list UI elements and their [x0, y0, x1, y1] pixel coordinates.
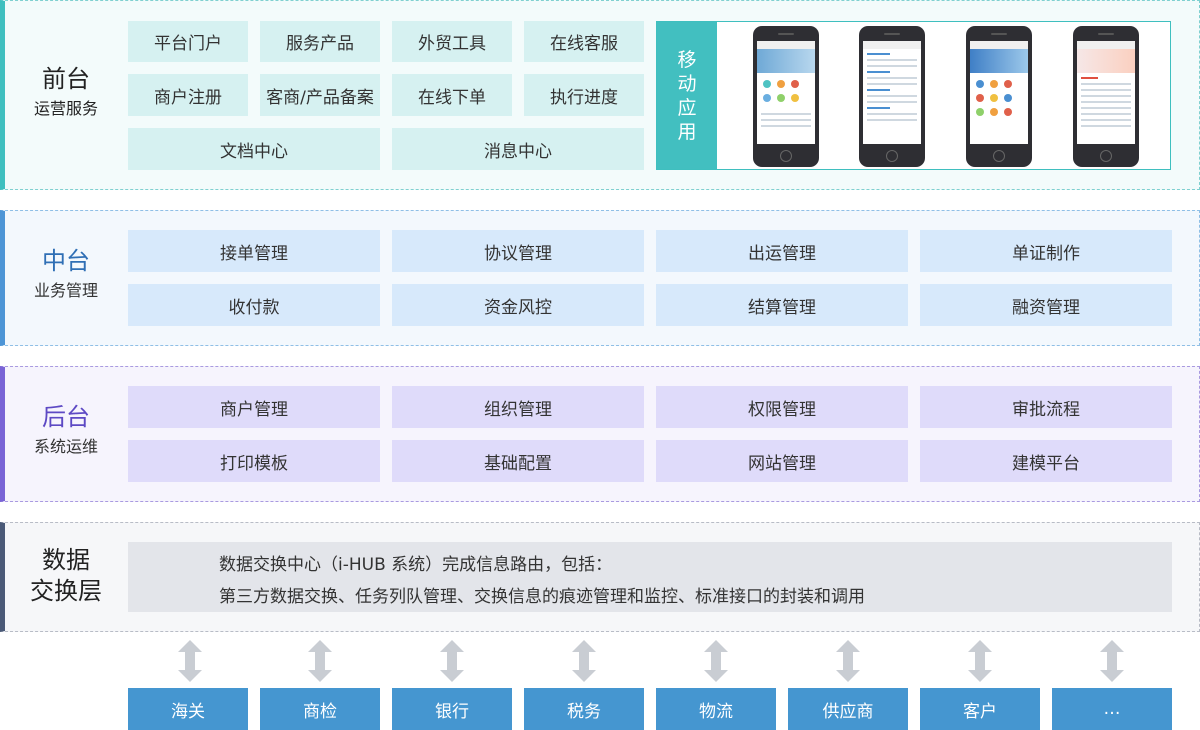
- phone-mockup: [1073, 26, 1139, 167]
- middle-title: 中台: [42, 247, 90, 275]
- front-item-doc-center: 文档中心: [128, 128, 380, 170]
- front-item-portal: 平台门户: [128, 21, 248, 62]
- middle-item-documents: 单证制作: [920, 230, 1172, 272]
- external-logistics: 物流: [656, 688, 776, 730]
- bidirectional-arrow-icon: [836, 640, 860, 682]
- bidirectional-arrow-icon: [572, 640, 596, 682]
- bidirectional-arrow-icon: [968, 640, 992, 682]
- phone-screen: [1077, 41, 1135, 144]
- data-title-line1: 数据: [42, 546, 90, 574]
- back-title: 后台: [42, 403, 90, 431]
- middle-item-agreement: 协议管理: [392, 230, 644, 272]
- middle-item-settlement: 结算管理: [656, 284, 908, 326]
- front-title: 前台: [42, 65, 90, 93]
- bidirectional-arrow-icon: [1100, 640, 1124, 682]
- middle-subtitle: 业务管理: [33, 281, 98, 300]
- middle-item-payments: 收付款: [128, 284, 380, 326]
- front-item-online-order: 在线下单: [392, 74, 512, 116]
- front-item-progress: 执行进度: [524, 74, 644, 116]
- middle-layer: 中台 业务管理 接单管理 协议管理 出运管理 单证制作 收付款 资金风控 结算管…: [0, 210, 1200, 346]
- back-layer: 后台 系统运维 商户管理 组织管理 权限管理 审批流程 打印模板 基础配置 网站…: [0, 366, 1200, 502]
- back-subtitle: 系统运维: [33, 437, 98, 456]
- back-layer-title: 后台 系统运维: [5, 401, 127, 459]
- data-exchange-description: 数据交换中心（i-HUB 系统）完成信息路由，包括： 第三方数据交换、任务列队管…: [128, 542, 1172, 612]
- bidirectional-arrow-icon: [308, 640, 332, 682]
- data-title-line2: 交换层: [30, 577, 102, 605]
- front-layer: 前台 运营服务 平台门户 服务产品 外贸工具 在线客服 商户注册 客商/产品备案…: [0, 0, 1200, 190]
- middle-layer-title: 中台 业务管理: [5, 245, 127, 303]
- data-exchange-layer: 数据 交换层 数据交换中心（i-HUB 系统）完成信息路由，包括： 第三方数据交…: [0, 522, 1200, 632]
- middle-item-risk: 资金风控: [392, 284, 644, 326]
- front-item-product-filing: 客商/产品备案: [260, 74, 380, 116]
- back-item-modeling: 建模平台: [920, 440, 1172, 482]
- middle-item-order: 接单管理: [128, 230, 380, 272]
- phone-screen: [757, 41, 815, 144]
- mobile-app-panel: 移动应用: [656, 21, 1171, 170]
- phone-mockup: [753, 26, 819, 167]
- phone-mockup: [966, 26, 1032, 167]
- external-customs: 海关: [128, 688, 248, 730]
- mobile-app-label: 移动应用: [657, 22, 717, 169]
- external-bank: 银行: [392, 688, 512, 730]
- front-item-trade-tools: 外贸工具: [392, 21, 512, 62]
- back-item-approval: 审批流程: [920, 386, 1172, 428]
- front-item-message-center: 消息中心: [392, 128, 644, 170]
- front-item-service-products: 服务产品: [260, 21, 380, 62]
- back-item-organization: 组织管理: [392, 386, 644, 428]
- data-description-line1: 数据交换中心（i-HUB 系统）完成信息路由，包括：: [219, 555, 613, 575]
- front-item-online-service: 在线客服: [524, 21, 644, 62]
- bidirectional-arrow-icon: [178, 640, 202, 682]
- data-description-line2: 第三方数据交换、任务列队管理、交换信息的痕迹管理和监控、标准接口的封装和调用: [219, 587, 865, 607]
- middle-item-financing: 融资管理: [920, 284, 1172, 326]
- bidirectional-arrow-icon: [440, 640, 464, 682]
- front-item-merchant-register: 商户注册: [128, 74, 248, 116]
- external-more: …: [1052, 688, 1172, 730]
- back-item-print-template: 打印模板: [128, 440, 380, 482]
- phone-screen: [970, 41, 1028, 144]
- phone-mockup: [859, 26, 925, 167]
- back-item-website: 网站管理: [656, 440, 908, 482]
- external-supplier: 供应商: [788, 688, 908, 730]
- external-tax: 税务: [524, 688, 644, 730]
- back-item-base-config: 基础配置: [392, 440, 644, 482]
- bidirectional-arrow-icon: [704, 640, 728, 682]
- front-subtitle: 运营服务: [33, 99, 98, 118]
- external-inspection: 商检: [260, 688, 380, 730]
- back-item-permissions: 权限管理: [656, 386, 908, 428]
- phone-screen: [863, 41, 921, 144]
- front-layer-title: 前台 运营服务: [5, 63, 127, 121]
- external-customer: 客户: [920, 688, 1040, 730]
- data-layer-title: 数据 交换层: [5, 545, 127, 607]
- back-item-merchant: 商户管理: [128, 386, 380, 428]
- middle-item-shipping: 出运管理: [656, 230, 908, 272]
